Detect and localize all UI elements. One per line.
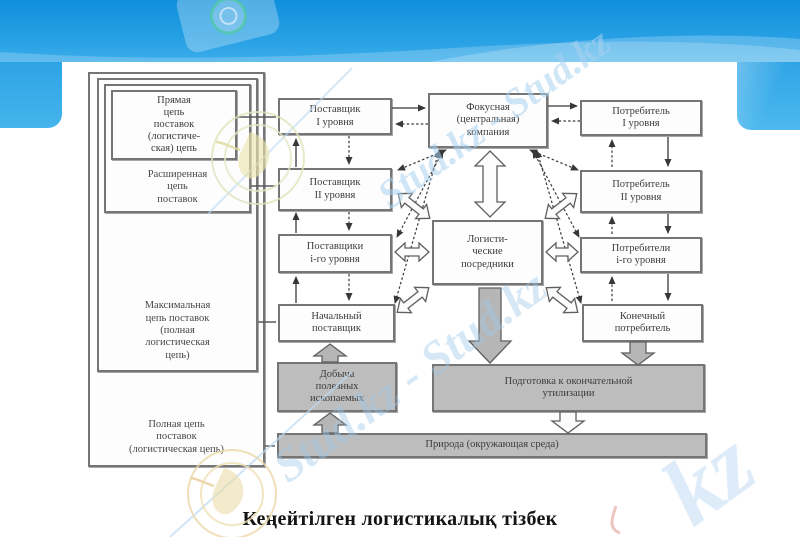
box-logistics-intermediaries: Логисти- ческие посредники [432,220,543,285]
consumer-2-label: Потребитель II уровня [612,179,670,203]
camera-icon [176,0,280,53]
nature-label: Природа (окружающая среда) [425,439,559,451]
box-disposal: Подготовка к окончательной утилизации [432,364,705,412]
full-chain-label: Полная цепь поставок (логистическая цепь… [129,418,224,455]
header-band [0,0,800,62]
initial-supplier-label: Начальный поставщик [311,310,362,334]
box-initial-supplier: Начальный поставщик [278,304,395,342]
box-consumer-i: Потребители i-го уровня [580,237,702,273]
supplier-2-label: Поставщик II уровня [309,177,361,201]
focus-company-label: Фокусная (центральная) компания [456,102,520,138]
box-supplier-1: Поставщик I уровня [278,98,392,135]
final-consumer-label: Конечный потребитель [614,310,671,334]
direct-chain-label: Прямая цепь поставок (логистиче- ская) ц… [147,94,201,155]
extraction-label: Добыча полезных ископаемых [310,368,364,405]
disposal-label: Подготовка к окончательной утилизации [504,375,633,399]
header-tab-left [0,62,62,128]
box-extraction: Добыча полезных ископаемых [277,362,397,412]
header-tab-right [737,62,800,130]
supplier-i-label: Поставщики i-го уровня [306,241,364,265]
consumer-i-label: Потребители i-го уровня [611,242,671,266]
maximal-chain-label: Максимальная цепь поставок (полная логис… [144,300,211,361]
box-consumer-1: Потребитель I уровня [580,100,702,136]
consumer-1-label: Потребитель I уровня [612,105,670,129]
supplier-1-label: Поставщик I уровня [309,104,361,128]
box-consumer-2: Потребитель II уровня [580,170,702,213]
box-nature: Природа (окружающая среда) [277,433,707,458]
extended-chain-label: Расширенная цепь поставок [147,168,208,205]
slide-caption: Кеңейтілген логистикалық тізбек [242,508,558,530]
box-final-consumer: Конечный потребитель [582,304,703,342]
box-focus-company: Фокусная (центральная) компания [428,93,548,148]
box-direct-chain: Прямая цепь поставок (логистиче- ская) ц… [111,90,237,160]
box-supplier-i: Поставщики i-го уровня [278,234,392,273]
header-swoosh [0,0,800,62]
box-supplier-2: Поставщик II уровня [278,168,392,211]
logistics-intermediaries-label: Логисти- ческие посредники [461,234,514,270]
